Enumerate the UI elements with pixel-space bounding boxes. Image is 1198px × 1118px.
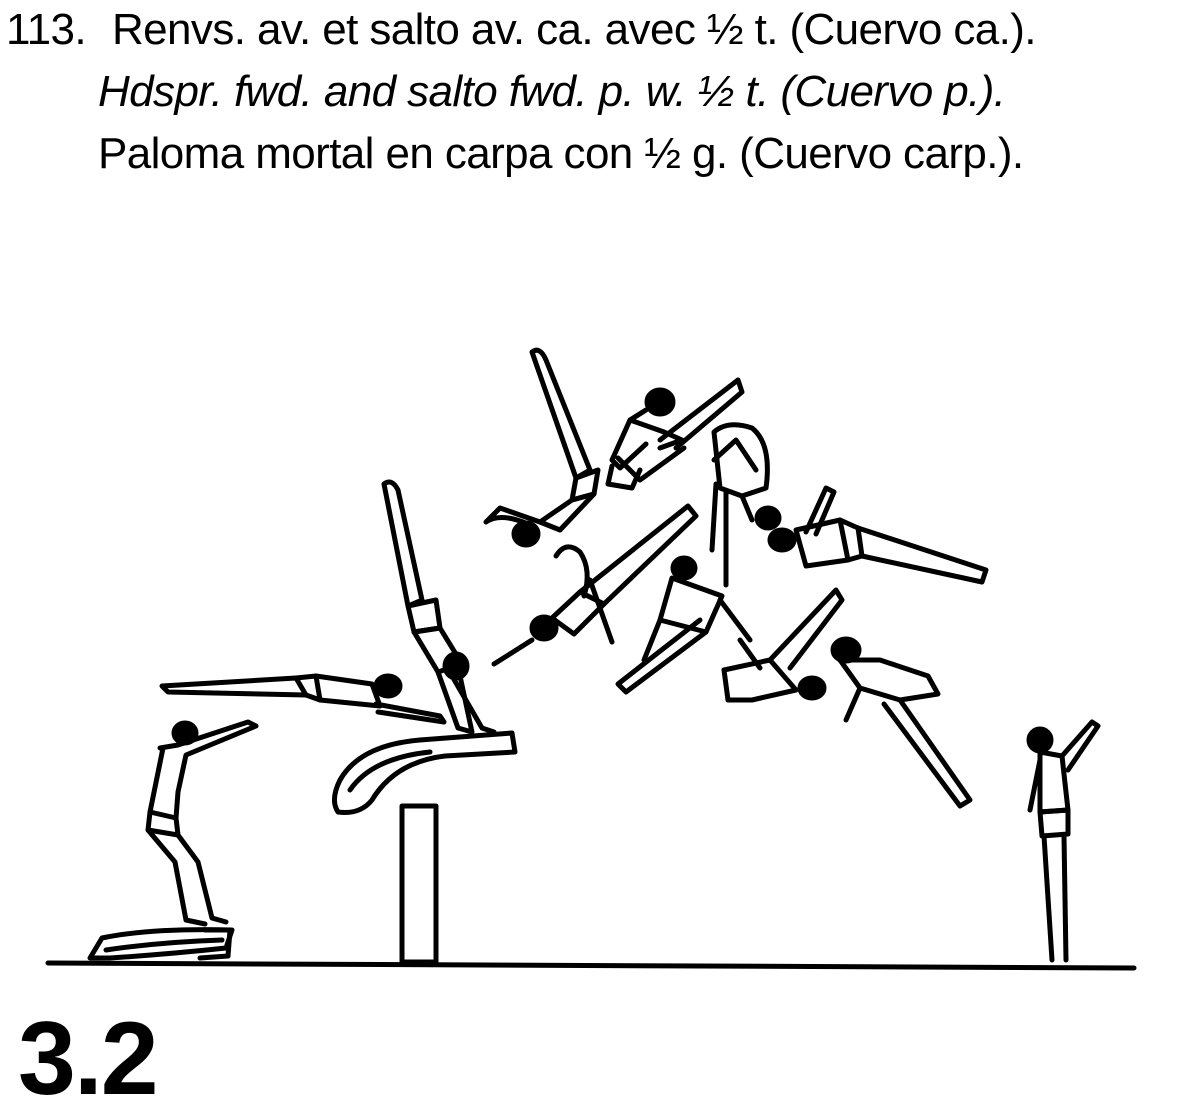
gymnast-handstand (381, 479, 497, 735)
gymnast-pike-top (605, 377, 745, 491)
gymnast-takeoff (145, 719, 259, 927)
title-english: Hdspr. fwd. and salto fwd. p. w. ½ t. (C… (98, 67, 1006, 116)
element-number: 113. (6, 5, 87, 54)
gymnast-push-off (483, 347, 601, 548)
gymnast-landing-stance (1026, 719, 1101, 963)
vaulting-table (332, 730, 518, 965)
gymnast-pike-vertical (709, 422, 782, 588)
title-french: Renvs. av. et salto av. ca. avec ½ t. (C… (112, 5, 1037, 54)
title-spanish: Paloma mortal en carpa con ½ g. (Cuervo … (98, 129, 1024, 178)
gymnast-pre-landing (830, 636, 973, 809)
springboard (87, 927, 235, 961)
floor-line (45, 960, 1137, 971)
gymnast-pike-landing (721, 587, 845, 703)
gymnast-first-flight (159, 673, 447, 725)
difficulty-value: 3.2 (18, 1001, 159, 1117)
gymnast-pike-crossing (615, 555, 753, 695)
gymnast-twist-horizontal (767, 485, 989, 585)
gymnast-descent-diagonal (491, 503, 699, 667)
